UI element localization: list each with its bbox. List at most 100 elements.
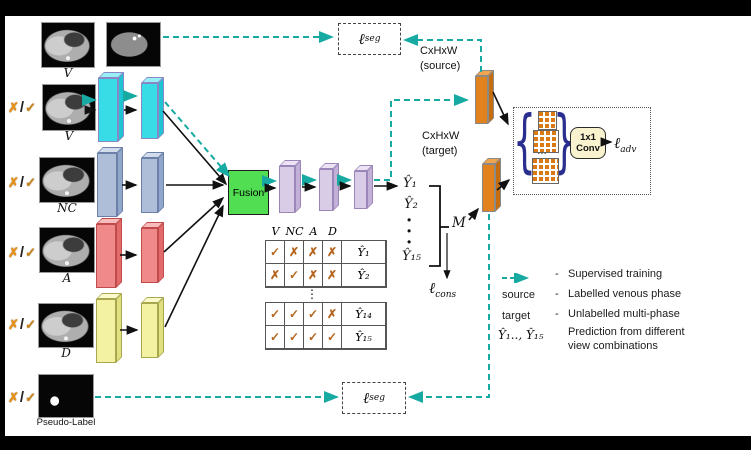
table-mark: ✓ (266, 241, 285, 264)
view-label-d: D (61, 346, 71, 360)
legend-sep: - (555, 268, 559, 280)
grid-ellipsis: … (537, 146, 548, 157)
pseudo-label-caption: Pseudo-Label (36, 417, 96, 428)
legend-term-target: target (502, 310, 531, 322)
availability-icon-v: ✗/✓ (8, 99, 36, 116)
view-label-v-top: V (63, 66, 73, 80)
encoder-block-d-1 (96, 293, 122, 363)
availability-icon-a: ✗/✓ (8, 244, 36, 261)
col-header-a: A (309, 225, 318, 238)
table-mark: ✓ (285, 326, 304, 349)
table-mark: ✗ (323, 264, 342, 287)
check-icon: ✓ (25, 99, 36, 115)
check-icon: ✓ (25, 244, 36, 260)
table-mark: ✓ (304, 303, 323, 326)
availability-icon-d: ✗/✓ (8, 316, 36, 333)
legend-sep: - (555, 288, 559, 300)
table-mark: ✗ (304, 264, 323, 287)
ct-image-d (38, 303, 94, 348)
source-feature-caption: CxHxW (source) (420, 44, 460, 74)
loss-subscript: seg (364, 34, 381, 44)
mask-symbol: M (452, 215, 466, 231)
legend-term-predictions: Ŷ₁.., Ŷ₁₅ (498, 328, 544, 342)
table-mark: ✗ (266, 264, 285, 287)
loss-symbol: ℓ (358, 29, 365, 48)
legend-sep: - (555, 308, 559, 320)
table-mark: ✓ (323, 326, 342, 349)
ellipsis-dot: • (407, 235, 412, 249)
prediction-bracket (429, 185, 451, 280)
target-feature-map-block (482, 158, 501, 212)
cross-icon: ✗ (8, 389, 19, 405)
encoder-block-nc-2 (141, 152, 164, 213)
combination-table-headers: V NC A D (266, 225, 342, 238)
slash-icon: / (19, 244, 25, 261)
legend-desc-predictions-2: view combinations (568, 340, 658, 352)
fusion-block: Fusion (228, 170, 269, 215)
ct-image-nc (39, 157, 95, 203)
target-dims: CxHxW (422, 130, 460, 142)
loss-adversarial: ℓadv (614, 134, 636, 155)
slash-icon: / (19, 174, 25, 191)
check-icon: ✓ (25, 174, 36, 190)
table-mark: ✗ (323, 303, 342, 326)
ct-image-v (42, 84, 96, 131)
table-mark: ✓ (266, 326, 285, 349)
legend-desc-predictions-1: Prediction from different (568, 326, 685, 338)
feature-patch-grid-1 (538, 111, 557, 130)
loss-symbol: ℓ (614, 134, 621, 152)
availability-icon-pseudo: ✗/✓ (8, 389, 36, 406)
ct-image-v-labelled (41, 22, 95, 68)
left-letterbox-bar (0, 0, 5, 450)
table-row-label: Ŷ₁ (342, 241, 386, 264)
table-mark: ✓ (304, 326, 323, 349)
cross-icon: ✗ (8, 174, 19, 190)
loss-symbol: ℓ (363, 388, 370, 407)
slash-icon: / (19, 316, 25, 333)
ct-image-a (39, 227, 95, 273)
table-mark: ✗ (304, 241, 323, 264)
col-header-nc: NC (285, 225, 304, 238)
target-tag: (target) (422, 145, 458, 157)
table-row-label: Ŷ₂ (342, 264, 386, 287)
table-row-label: Ŷ₁₄ (342, 303, 386, 326)
view-label-a: A (62, 271, 72, 285)
view-label-nc: NC (57, 201, 77, 215)
conv-line2: Conv (576, 143, 600, 154)
check-icon: ✓ (25, 389, 36, 405)
prediction-y15: Ŷ₁₅ (402, 249, 422, 264)
availability-icon-nc: ✗/✓ (8, 174, 36, 191)
encoder-block-a-1 (96, 218, 122, 288)
decoder-block-1 (279, 160, 301, 213)
prediction-y2: Ŷ₂ (404, 197, 418, 212)
loss-consistency: ℓcons (429, 279, 456, 300)
table-row-label: Ŷ₁₅ (342, 326, 386, 349)
encoder-block-v-2 (141, 77, 164, 139)
legend-desc-target: Unlabelled multi-phase (568, 308, 680, 320)
loss-subscript: adv (620, 145, 637, 156)
cross-icon: ✗ (8, 99, 19, 115)
legend-desc-source: Labelled venous phase (568, 288, 682, 300)
decoder-block-3 (354, 165, 373, 209)
table-ellipsis: ⋮ (306, 287, 318, 301)
left-brace: { (513, 103, 536, 181)
legend-desc-supervised: Supervised training (568, 268, 663, 280)
target-feature-caption: CxHxW (target) (422, 129, 459, 159)
cross-icon: ✗ (8, 244, 19, 260)
ellipsis-dot: • (407, 224, 412, 238)
source-tag: (source) (420, 60, 461, 72)
encoder-block-nc-1 (97, 147, 123, 217)
decoder-block-2 (319, 163, 339, 211)
check-icon: ✓ (25, 316, 36, 332)
slash-icon: / (19, 99, 25, 116)
table-mark: ✓ (285, 303, 304, 326)
top-letterbox-bar (0, 0, 751, 16)
table-mark: ✓ (266, 303, 285, 326)
conv-1x1-block: 1x1 Conv (570, 127, 606, 159)
col-header-v: V (271, 225, 280, 238)
table-mark: ✗ (285, 241, 304, 264)
pseudo-label-mask-image (38, 374, 94, 418)
